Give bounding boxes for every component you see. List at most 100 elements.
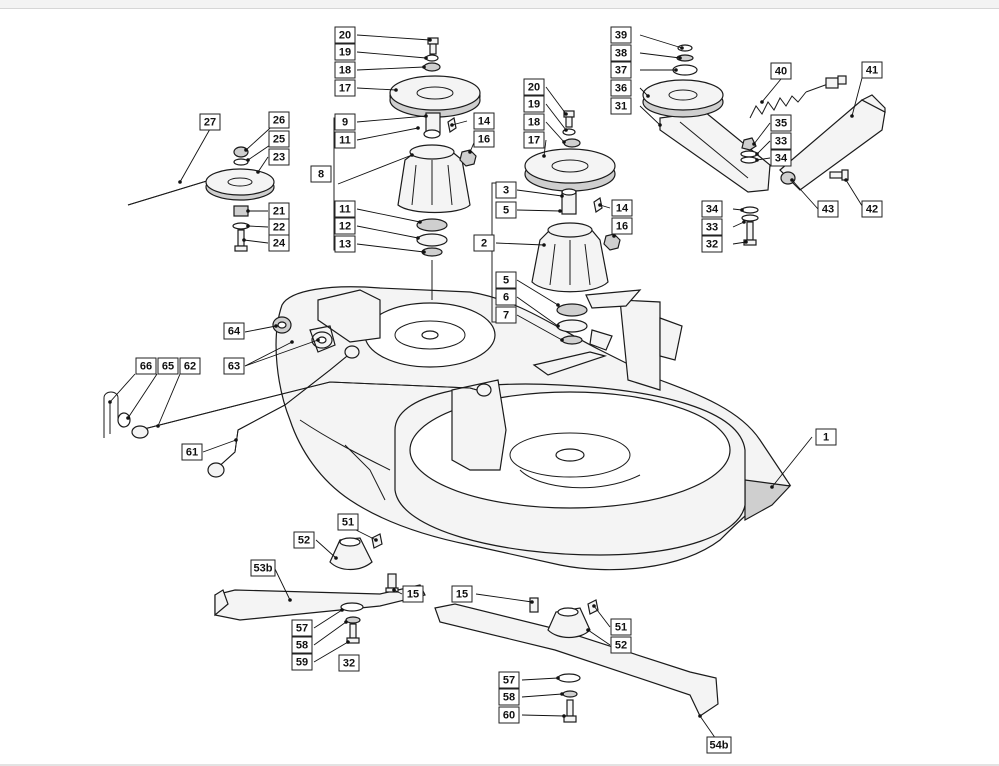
callout-65: 65 xyxy=(157,357,179,375)
callout-text: 33 xyxy=(775,136,787,148)
leader-lines xyxy=(108,34,865,743)
callout-31: 31 xyxy=(610,97,632,115)
callout-text: 17 xyxy=(339,83,351,95)
callout-text: 58 xyxy=(503,692,515,704)
callout-box xyxy=(250,559,276,577)
callout-text: 24 xyxy=(273,238,286,250)
callout-11: 11 xyxy=(334,131,356,149)
callout-61: 61 xyxy=(181,443,203,461)
callout-box xyxy=(706,736,732,754)
callout-box xyxy=(334,200,356,218)
callout-box xyxy=(334,113,356,131)
callout-22: 22 xyxy=(268,218,290,236)
callout-text: 20 xyxy=(339,30,351,42)
callout-34: 34 xyxy=(701,200,723,218)
callout-42: 42 xyxy=(861,200,883,218)
callout-box xyxy=(701,200,723,218)
callout-text: 22 xyxy=(273,222,285,234)
callout-box xyxy=(498,688,520,706)
callout-52: 52 xyxy=(293,531,315,549)
right-spindle-assembly xyxy=(491,110,621,345)
callout-box xyxy=(473,130,495,148)
callout-box xyxy=(291,619,313,637)
callout-32: 32 xyxy=(338,654,360,672)
callout-58: 58 xyxy=(291,636,313,654)
callout-box xyxy=(268,234,290,252)
callout-text: 64 xyxy=(228,326,241,338)
callout-12: 12 xyxy=(334,217,356,235)
callout-box xyxy=(523,131,545,149)
left-idler-assembly xyxy=(127,146,275,252)
callout-text: 18 xyxy=(339,65,351,77)
callout-box xyxy=(291,636,313,654)
linkage-rods xyxy=(103,316,492,478)
callout-37: 37 xyxy=(610,61,632,79)
callout-39: 39 xyxy=(610,26,632,44)
callout-text: 19 xyxy=(528,99,540,111)
callout-33: 33 xyxy=(770,132,792,150)
left-blade-assembly xyxy=(214,533,426,644)
callout-box xyxy=(495,201,517,219)
callout-box xyxy=(610,61,632,79)
callout-text: 2 xyxy=(481,238,487,250)
callout-24: 24 xyxy=(268,234,290,252)
callout-box xyxy=(701,235,723,253)
callout-51: 51 xyxy=(337,513,359,531)
callout-57: 57 xyxy=(291,619,313,637)
callout-box xyxy=(770,62,792,80)
callout-text: 3 xyxy=(503,185,509,197)
callout-21: 21 xyxy=(268,202,290,220)
right-idler-assembly xyxy=(642,44,886,246)
callout-54b: 54b xyxy=(706,736,732,754)
callout-box xyxy=(334,26,356,44)
callout-63: 63 xyxy=(223,357,245,375)
callout-14: 14 xyxy=(611,199,633,217)
callout-34: 34 xyxy=(770,149,792,167)
callout-text: 6 xyxy=(503,292,509,304)
callout-box xyxy=(402,585,424,603)
callout-box xyxy=(495,288,517,306)
callout-text: 32 xyxy=(706,239,718,251)
callout-36: 36 xyxy=(610,79,632,97)
callout-3: 3 xyxy=(495,181,517,199)
deck-brackets xyxy=(317,289,683,471)
callout-8: 8 xyxy=(310,165,332,183)
callout-box xyxy=(817,200,839,218)
callout-box xyxy=(181,443,203,461)
callout-text: 18 xyxy=(528,117,540,129)
callout-box xyxy=(334,43,356,61)
callout-text: 34 xyxy=(775,153,788,165)
callout-text: 8 xyxy=(318,169,324,181)
callout-box xyxy=(338,654,360,672)
callout-35: 35 xyxy=(770,114,792,132)
left-spindle-assembly xyxy=(333,37,481,300)
window-bottom-bar xyxy=(0,764,999,766)
callout-18: 18 xyxy=(334,61,356,79)
callout-box xyxy=(770,114,792,132)
callout-box xyxy=(815,428,837,446)
callout-text: 16 xyxy=(478,134,490,146)
callout-box xyxy=(473,112,495,130)
callout-text: 32 xyxy=(343,658,355,670)
callout-box xyxy=(861,61,883,79)
callout-text: 16 xyxy=(616,221,628,233)
callout-5: 5 xyxy=(495,201,517,219)
callout-text: 25 xyxy=(273,134,285,146)
callout-text: 57 xyxy=(503,675,515,687)
callout-20: 20 xyxy=(334,26,356,44)
callout-16: 16 xyxy=(611,217,633,235)
callout-text: 36 xyxy=(615,83,627,95)
callout-box xyxy=(268,148,290,166)
callout-33: 33 xyxy=(701,218,723,236)
callout-text: 43 xyxy=(822,204,834,216)
callout-box xyxy=(610,97,632,115)
callout-text: 12 xyxy=(339,221,351,233)
callout-17: 17 xyxy=(523,131,545,149)
callout-59: 59 xyxy=(291,653,313,671)
callout-15: 15 xyxy=(451,585,473,603)
callout-27: 27 xyxy=(199,113,221,131)
callout-16: 16 xyxy=(473,130,495,148)
callout-box xyxy=(610,79,632,97)
callout-62: 62 xyxy=(179,357,201,375)
